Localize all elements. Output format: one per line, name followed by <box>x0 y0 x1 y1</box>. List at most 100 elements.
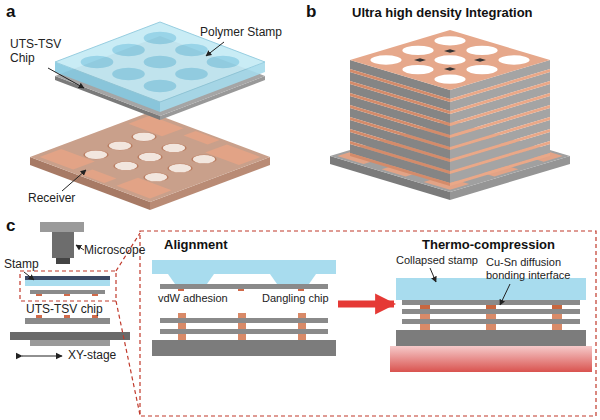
thermo-illustration-part <box>552 314 562 319</box>
polymer-stamp-part-part <box>74 53 120 71</box>
receiver-board-part-part <box>163 162 197 175</box>
leader-line-part <box>48 68 84 88</box>
chip-stack-part-part <box>428 34 472 47</box>
part-label: UTS-TSV Chip <box>10 38 72 66</box>
thermo-illustration-part <box>396 330 586 346</box>
panel-letter: b <box>306 2 316 22</box>
chip-stack-part <box>350 30 550 90</box>
leader-line-part <box>500 284 510 305</box>
receiver-board-part-part <box>133 151 167 164</box>
polymer-stamp-part-part <box>137 53 183 71</box>
chip-stack <box>350 30 550 186</box>
alignment-illustration-part <box>298 289 304 291</box>
thermo-illustration-part <box>486 305 496 309</box>
setup-stack-part <box>92 294 98 296</box>
thermo-illustration-part <box>420 314 430 319</box>
thermo-illustration-part <box>552 324 562 330</box>
alignment-illustration-part <box>238 289 244 291</box>
polymer-stamp-part-part <box>105 41 151 59</box>
part-label: XY-stage <box>68 349 116 363</box>
alignment-illustration-part <box>152 340 336 356</box>
alignment-illustration-part <box>178 313 186 318</box>
leader-line-part <box>206 42 224 56</box>
receiver-board-part-part <box>109 160 143 173</box>
alignment-illustration <box>152 260 336 356</box>
alignment-illustration-part <box>238 313 246 318</box>
alignment-illustration-part <box>238 323 246 329</box>
thermo-illustration-part <box>402 309 580 314</box>
thermo-illustration-part <box>402 300 580 305</box>
receiver-board-part-part <box>80 170 116 184</box>
thermo-illustration-part <box>402 319 580 324</box>
chip-stack-part-part <box>364 53 408 66</box>
thermo-illustration-part <box>390 346 592 372</box>
chip-stack-part-part <box>492 53 536 66</box>
chip-stack-part-part <box>460 44 504 57</box>
chip-stack-part-part <box>474 58 486 62</box>
chip-stack-part-part <box>414 58 426 62</box>
microscope-part <box>56 258 70 264</box>
panel-heading: Ultra high density Integration <box>352 6 592 21</box>
setup-stack-part <box>30 290 105 294</box>
alignment-illustration-part <box>178 289 184 291</box>
alignment-illustration-part <box>298 334 306 340</box>
alignment-illustration-part <box>160 329 328 334</box>
part-label: vdW adhesion <box>158 292 228 305</box>
leader-line-part <box>62 170 86 191</box>
polymer-stamp-part-part <box>137 77 183 95</box>
alignment-illustration-part <box>178 323 186 329</box>
microscope <box>40 222 84 264</box>
leader-line <box>48 42 224 191</box>
setup-stack-part <box>25 280 110 286</box>
stage-panel: Thermo-compression <box>394 234 590 374</box>
chip-stack-part-part <box>460 63 504 76</box>
thermo-illustration-part <box>552 305 562 309</box>
chip-stack-part-part <box>396 44 440 57</box>
alignment-illustration-part <box>178 334 186 340</box>
setup-stack-part <box>30 340 110 346</box>
thermo-illustration-part <box>396 278 586 300</box>
alignment-illustration-part <box>238 334 246 340</box>
alignment-illustration-part <box>160 318 328 323</box>
leader-line-part <box>430 268 436 282</box>
chip-stack-part-part <box>444 49 456 53</box>
receiver-board-part-part <box>184 131 220 145</box>
receiver-board-part-part <box>127 130 161 143</box>
thermo-illustration-part <box>486 324 496 330</box>
process-arrow <box>338 301 394 308</box>
chip-stack-part-part <box>428 73 472 86</box>
thermo-illustration-part <box>420 305 430 309</box>
setup-stack-part <box>36 294 42 296</box>
receiver-board-part-part <box>79 148 113 161</box>
receiver-board-part-part <box>157 142 191 155</box>
setup-stack-part <box>25 276 110 280</box>
chip-stack-part-part <box>350 30 550 90</box>
part-label: Stamp <box>4 258 39 272</box>
receiver-board-part <box>30 112 270 202</box>
alignment-illustration-part <box>168 274 214 284</box>
zoom-box <box>20 231 596 416</box>
chip-stack-part-part <box>396 63 440 76</box>
thermo-illustration-part <box>486 314 496 319</box>
setup-stack-part <box>25 318 110 324</box>
part-label: Cu-Sn diffusion bonding interface <box>486 256 590 281</box>
polymer-stamp-part-part <box>168 41 214 59</box>
leader-line-part <box>24 272 34 280</box>
panel-letter: c <box>6 216 15 236</box>
receiver-board-part-part <box>187 153 221 166</box>
alignment-illustration-part <box>270 274 316 284</box>
chip-stack-part-part <box>428 53 472 66</box>
part-label: Microscope <box>84 244 145 258</box>
part-label: Collapsed stamp <box>396 254 478 267</box>
polymer-stamp-part-part <box>137 29 183 47</box>
microscope-part <box>52 232 74 258</box>
receiver-board-part-part <box>139 171 173 184</box>
alignment-illustration-part <box>298 323 306 329</box>
setup-stack <box>10 276 130 346</box>
panel-heading: Thermo-compression <box>422 238 555 253</box>
setup-stack-part <box>10 332 130 340</box>
zoom-box-part <box>116 301 140 415</box>
stage-arrow-part <box>22 355 62 356</box>
